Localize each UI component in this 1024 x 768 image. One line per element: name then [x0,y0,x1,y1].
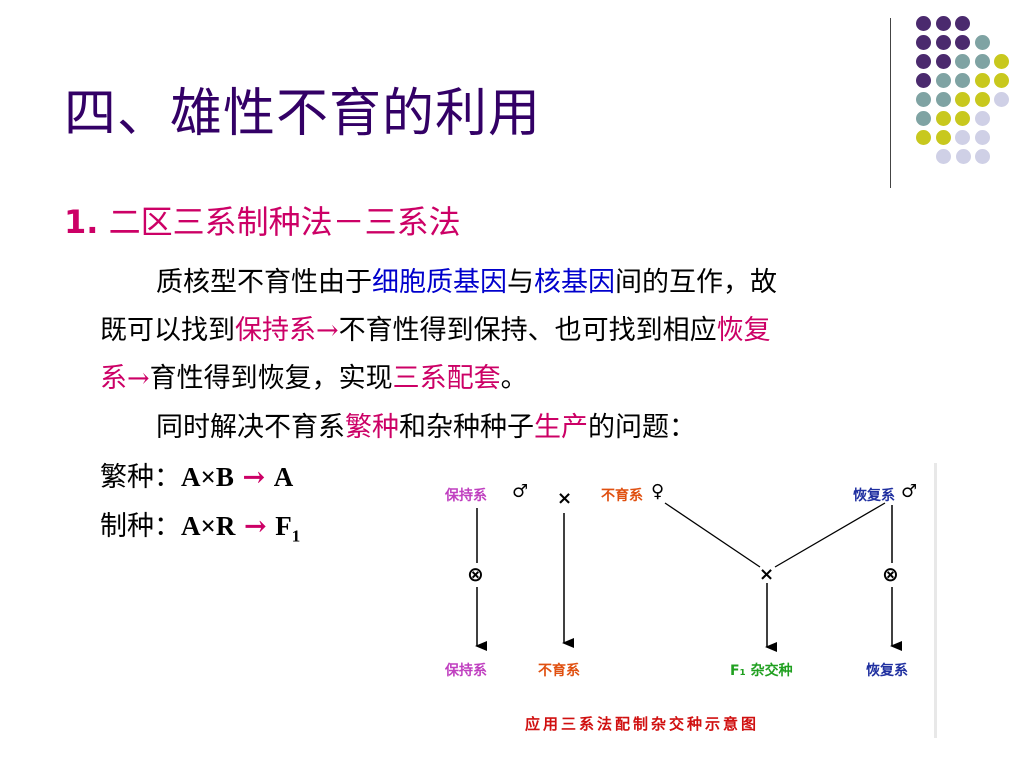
decorative-dot [955,35,970,50]
decorative-dot [955,73,970,88]
paragraph-1-line-1: 质核型不育性由于细胞质基因与核基因间的互作，故 [156,259,777,307]
diagram-lines [475,502,902,652]
decorative-dot [974,111,990,126]
cross-icon: × [759,564,775,585]
self-cross-icon: ⊗ [467,562,484,586]
label-bottom-hybrid: F₁ 杂交种 [730,663,793,679]
paragraph-2: 同时解决不育系繁种和杂种种子生产的问题： [156,404,696,452]
formula-result: A [273,462,294,492]
decorative-dot [955,54,970,69]
paragraph-1-line-3: 系→育性得到恢复，实现三系配套。 [100,355,528,403]
formula-propagation: 繁种：A×B → A [100,456,293,499]
decorative-dot [916,92,931,107]
text-span: 间的互作，故 [615,267,777,298]
decorative-dot [916,111,931,126]
formula-label: 制种： [100,511,181,542]
male-icon: ♂ [512,481,529,502]
decorative-dot [935,130,951,145]
label-top-maintainer: 保持系 [445,488,487,504]
self-cross-icon: ⊗ [882,562,899,586]
decorative-dot [975,149,990,164]
text-span: 既可以找到 [100,315,235,346]
label-bottom-sterile: 不育系 [538,663,580,679]
formula-result-subscript: 1 [291,526,301,546]
decorative-dot [916,73,931,88]
label-bottom-maintainer: 保持系 [445,663,487,679]
decorative-dot [974,130,990,145]
text-span: 的问题： [588,412,696,443]
highlight-nuclear-gene: 核基因 [534,267,615,298]
decorative-dot [955,111,970,126]
decorative-dot [974,73,990,88]
decorative-dot [955,92,970,107]
decorative-dot [916,35,931,50]
three-line-method-diagram: 保持系 ♂ × 不育系 ♀ 恢复系 ♂ ⊗ × ⊗ 保持系 不育系 F₁ 杂交种… [425,463,937,743]
highlight-maintainer: 保持系→ [235,315,339,346]
arrow-icon: → [242,462,266,493]
decorative-dot [935,92,951,107]
decorative-dot [974,35,990,50]
text-span: 质核型不育性由于 [156,267,372,298]
male-icon: ♂ [901,481,918,502]
decorative-dot [994,73,1009,88]
formula-result-base: F [275,511,292,541]
formula-production: 制种：A×R → F1 [100,505,300,557]
diagram-edge [934,463,937,738]
section-heading: 1. 二区三系制种法－三系法 [64,200,461,244]
formula-cross: A×R [181,511,236,541]
formula-cross: A×B [181,462,234,492]
text-span: 不育性得到保持、也可找到相应 [338,315,717,346]
decorative-dot [916,16,931,31]
decorative-dot [935,73,951,88]
decorative-dot [994,92,1009,107]
section-number: 1. [64,203,99,241]
decorative-dot [935,35,951,50]
decorative-dot [916,130,931,145]
decorative-dot [974,92,990,107]
decorative-dot [955,16,970,31]
text-span: 。 [500,363,528,394]
label-bottom-restorer: 恢复系 [866,663,908,679]
text-span: 同时解决不育系 [156,412,345,443]
decorative-dot [935,111,951,126]
paragraph-1-line-2: 既可以找到保持系→不育性得到保持、也可找到相应恢复 [100,307,771,355]
decorative-dot [994,54,1009,69]
decorative-dot [916,54,931,69]
label-top-sterile: 不育系 [601,488,643,504]
highlight-propagation: 繁种 [345,412,399,443]
slide-title: 四、雄性不育的利用 [64,84,542,144]
cross-icon: × [557,488,573,509]
formula-label: 繁种： [100,462,181,493]
section-heading-text: 二区三系制种法－三系法 [108,203,461,241]
female-icon: ♀ [651,481,665,502]
decorative-dot [935,16,951,31]
decorative-dot [936,149,951,164]
decorative-dot [955,130,970,145]
highlight-restorer: 恢复 [716,315,771,346]
decorative-divider [890,18,891,188]
line-restorer-to-cross [774,502,886,568]
highlight-three-line-match: 三系配套 [392,363,501,394]
line-sterile-to-cross [664,502,761,568]
text-span: 和杂种种子 [399,412,534,443]
text-span: 育性得到恢复，实现 [149,363,393,394]
highlight-production: 生产 [534,412,588,443]
decorative-dot [955,149,971,164]
text-span: 与 [507,267,534,298]
highlight-cytoplasm-gene: 细胞质基因 [372,267,507,298]
highlight-restorer-tail: 系→ [100,363,150,394]
diagram-caption: 应用三系法配制杂交种示意图 [525,715,760,733]
decorative-dot [974,54,990,69]
decorative-dot [935,54,951,69]
arrow-icon: → [243,511,267,542]
label-top-restorer: 恢复系 [853,488,895,504]
formula-result: F1 [275,511,300,545]
